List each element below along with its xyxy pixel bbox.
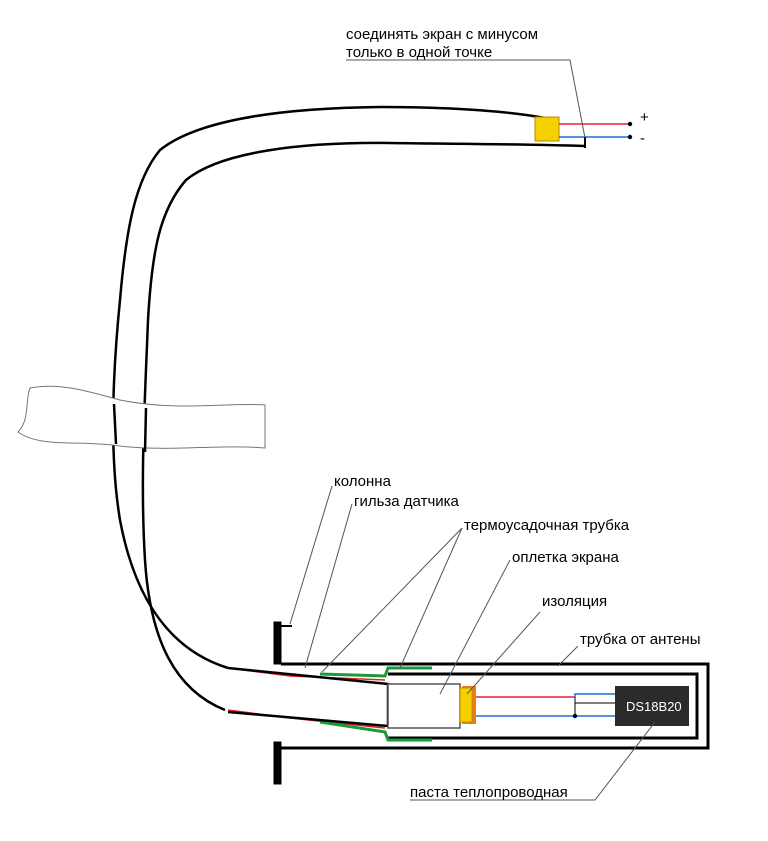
cable-break [17,385,266,449]
top-note-line1: соединять экран с минусом [346,26,538,43]
antenna-tube [281,662,710,750]
plus-terminal [627,121,633,127]
ds18b20-chip: DS18B20 [615,686,689,726]
callouts [289,485,656,801]
label-thermal-paste: паста теплопроводная [410,784,568,801]
top-note-line2: только в одной точке [346,44,492,61]
column-upper-post [273,621,282,665]
top-note: соединять экран с минусом только в одной… [346,26,586,139]
antenna-leader [557,645,579,667]
label-shield-braid: оплетка экрана [512,549,620,566]
sleeve-leader [304,503,353,669]
paste-leader [410,721,656,801]
chip-label: DS18B20 [626,699,682,714]
insulation-joint [459,686,476,724]
cable-inner-edge [141,141,586,712]
column-leader [289,485,333,625]
top-end: + - [534,109,649,148]
label-antenna-tube: трубка от антены [580,631,701,648]
column-wall [273,621,292,785]
top-note-leader [346,59,586,139]
label-column: колонна [334,473,392,490]
break-band [17,385,266,449]
heat-shrink-leader-1 [321,527,463,673]
shield-braid [227,666,461,729]
label-sensor-sleeve: гильза датчика [354,493,460,510]
cable [111,105,586,712]
heat-shrink-leader-2 [399,527,463,669]
insulation-leader [466,611,541,695]
heat-shrink-tube [319,666,432,742]
minus-terminal [627,134,633,140]
top-solder-joint [534,116,560,142]
yellow-solder [459,687,473,723]
label-insulation: изоляция [542,593,607,610]
label-heat-shrink: термоусадочная трубка [464,517,630,534]
minus-label: - [640,130,645,147]
chip-body [615,686,689,726]
cable-edges-over-break [112,403,148,453]
inner-wires [476,693,615,719]
plus-label: + [640,109,649,126]
column-lower-post [273,741,282,785]
braid-leader [439,559,511,695]
cable-outer-edge [111,105,546,670]
